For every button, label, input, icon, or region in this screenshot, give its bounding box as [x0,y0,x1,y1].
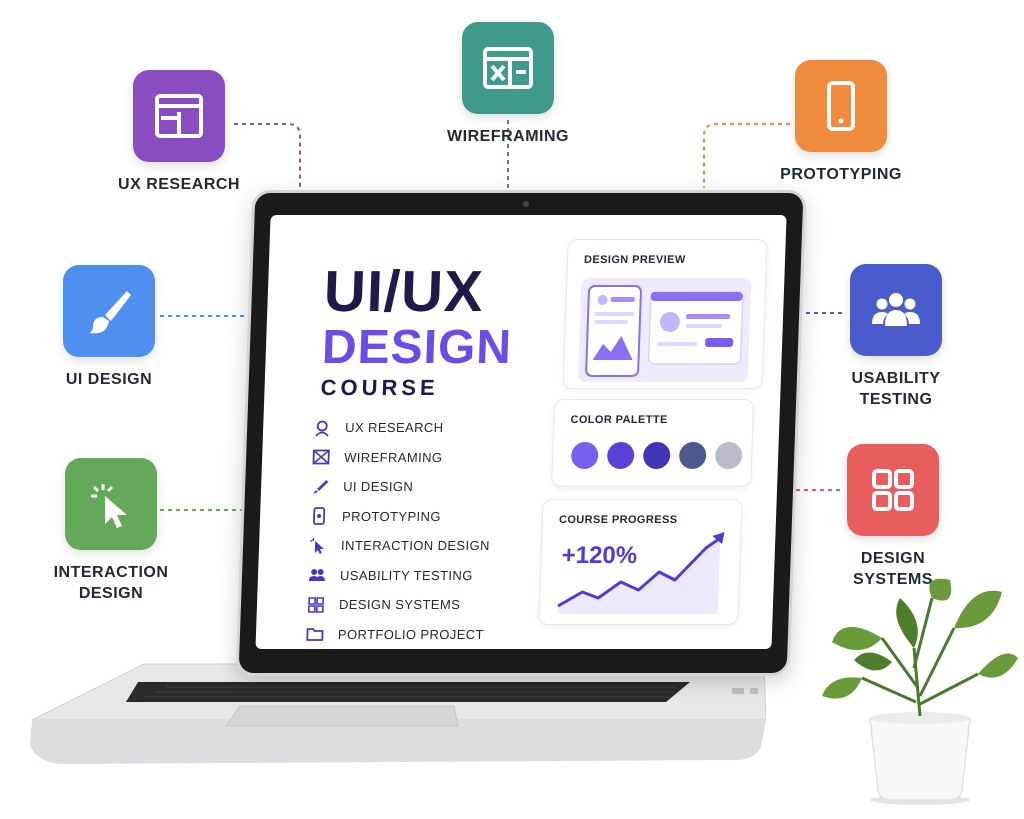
interaction-design-label: INTERACTION DESIGN [53,564,169,602]
laptop-base [30,663,766,764]
color-palette-card: COLOR PALETTE [551,399,755,487]
prototyping-tile [795,60,887,152]
design-preview-mockup [578,278,752,382]
module-item[interactable]: WIREFRAMING [312,443,563,473]
potted-plant [822,578,1018,805]
module-label: DESIGN SYSTEMS [338,597,461,613]
color-palette-title: COLOR PALETTE [570,414,668,426]
course-progress-title: COURSE PROGRESS [558,514,678,526]
module-label: WIREFRAMING [343,449,443,465]
module-label: UI DESIGN [342,479,414,495]
users-icon [308,569,325,582]
module-label: USABILITY TESTING [339,567,474,583]
layout-icon [155,94,203,138]
wireframing-tile [462,22,554,114]
color-swatch[interactable] [606,442,635,469]
wireframe-icon [312,449,330,465]
laptop-lid: UI/UX DESIGN COURSE UX RESEARCH WIREFRAM… [235,190,807,676]
module-list: UX RESEARCH WIREFRAMING UI DESIGN PROTOT… [305,413,563,649]
grid-icon [307,596,325,613]
topic-usability-testing: USABILITY TESTING [821,264,971,410]
topic-interaction-design: INTERACTION DESIGN [36,458,186,604]
interaction-design-tile [65,458,157,550]
prototyping-label: PROTOTYPING [780,166,902,183]
phone-icon [312,507,326,526]
module-item[interactable]: PORTFOLIO PROJECT [305,620,556,650]
ux-research-tile [133,70,225,162]
color-swatch[interactable] [570,442,599,469]
brush-icon [89,291,131,334]
module-item[interactable]: USABILITY TESTING [308,561,559,591]
design-systems-tile [847,444,939,536]
design-systems-label: DESIGN SYSTEMS [853,550,933,588]
cursor-click-icon [91,484,127,528]
wireframing-label: WIREFRAMING [447,128,569,145]
module-label: INTERACTION DESIGN [340,538,491,554]
topic-ux-research: UX RESEARCH [104,70,254,195]
palette-swatches [570,442,743,469]
users-icon [872,293,920,326]
usability-testing-tile [850,264,942,356]
color-swatch[interactable] [642,442,671,469]
module-item[interactable]: PROTOTYPING [310,502,561,532]
usability-testing-label: USABILITY TESTING [851,370,941,408]
module-label: PORTFOLIO PROJECT [337,626,485,642]
topic-prototyping: PROTOTYPING [766,60,916,185]
ui-design-tile [63,265,155,357]
course-title-line1: UI/UX [322,259,485,324]
module-item[interactable]: UX RESEARCH [313,413,564,443]
topic-design-systems: DESIGN SYSTEMS [818,444,968,590]
design-preview-card: DESIGN PREVIEW [562,239,768,389]
cursor-icon [310,537,324,554]
color-swatch[interactable] [714,442,743,469]
course-title-line2: DESIGN [321,321,513,374]
module-item[interactable]: DESIGN SYSTEMS [306,590,557,620]
course-progress-card: COURSE PROGRESS +120% [538,499,743,625]
course-title-line3: COURSE [320,375,440,400]
wireframe-icon [483,47,533,89]
folder-icon [306,628,324,642]
module-item[interactable]: INTERACTION DESIGN [309,531,560,561]
webcam [522,201,530,207]
laptop-screen: UI/UX DESIGN COURSE UX RESEARCH WIREFRAM… [255,215,787,649]
module-label: PROTOTYPING [341,508,442,524]
grid-icon [872,469,914,511]
topic-wireframing: WIREFRAMING [433,22,583,147]
module-item[interactable]: UI DESIGN [311,472,562,502]
user-search-icon [315,420,329,437]
topic-ui-design: UI DESIGN [34,265,184,390]
progress-trend-chart [557,532,725,614]
color-swatch[interactable] [678,442,707,469]
phone-icon [827,81,855,131]
ui-design-label: UI DESIGN [65,371,153,388]
ux-research-label: UX RESEARCH [118,176,240,193]
design-preview-title: DESIGN PREVIEW [583,254,686,266]
module-label: UX RESEARCH [344,420,444,436]
pen-icon [312,479,329,494]
